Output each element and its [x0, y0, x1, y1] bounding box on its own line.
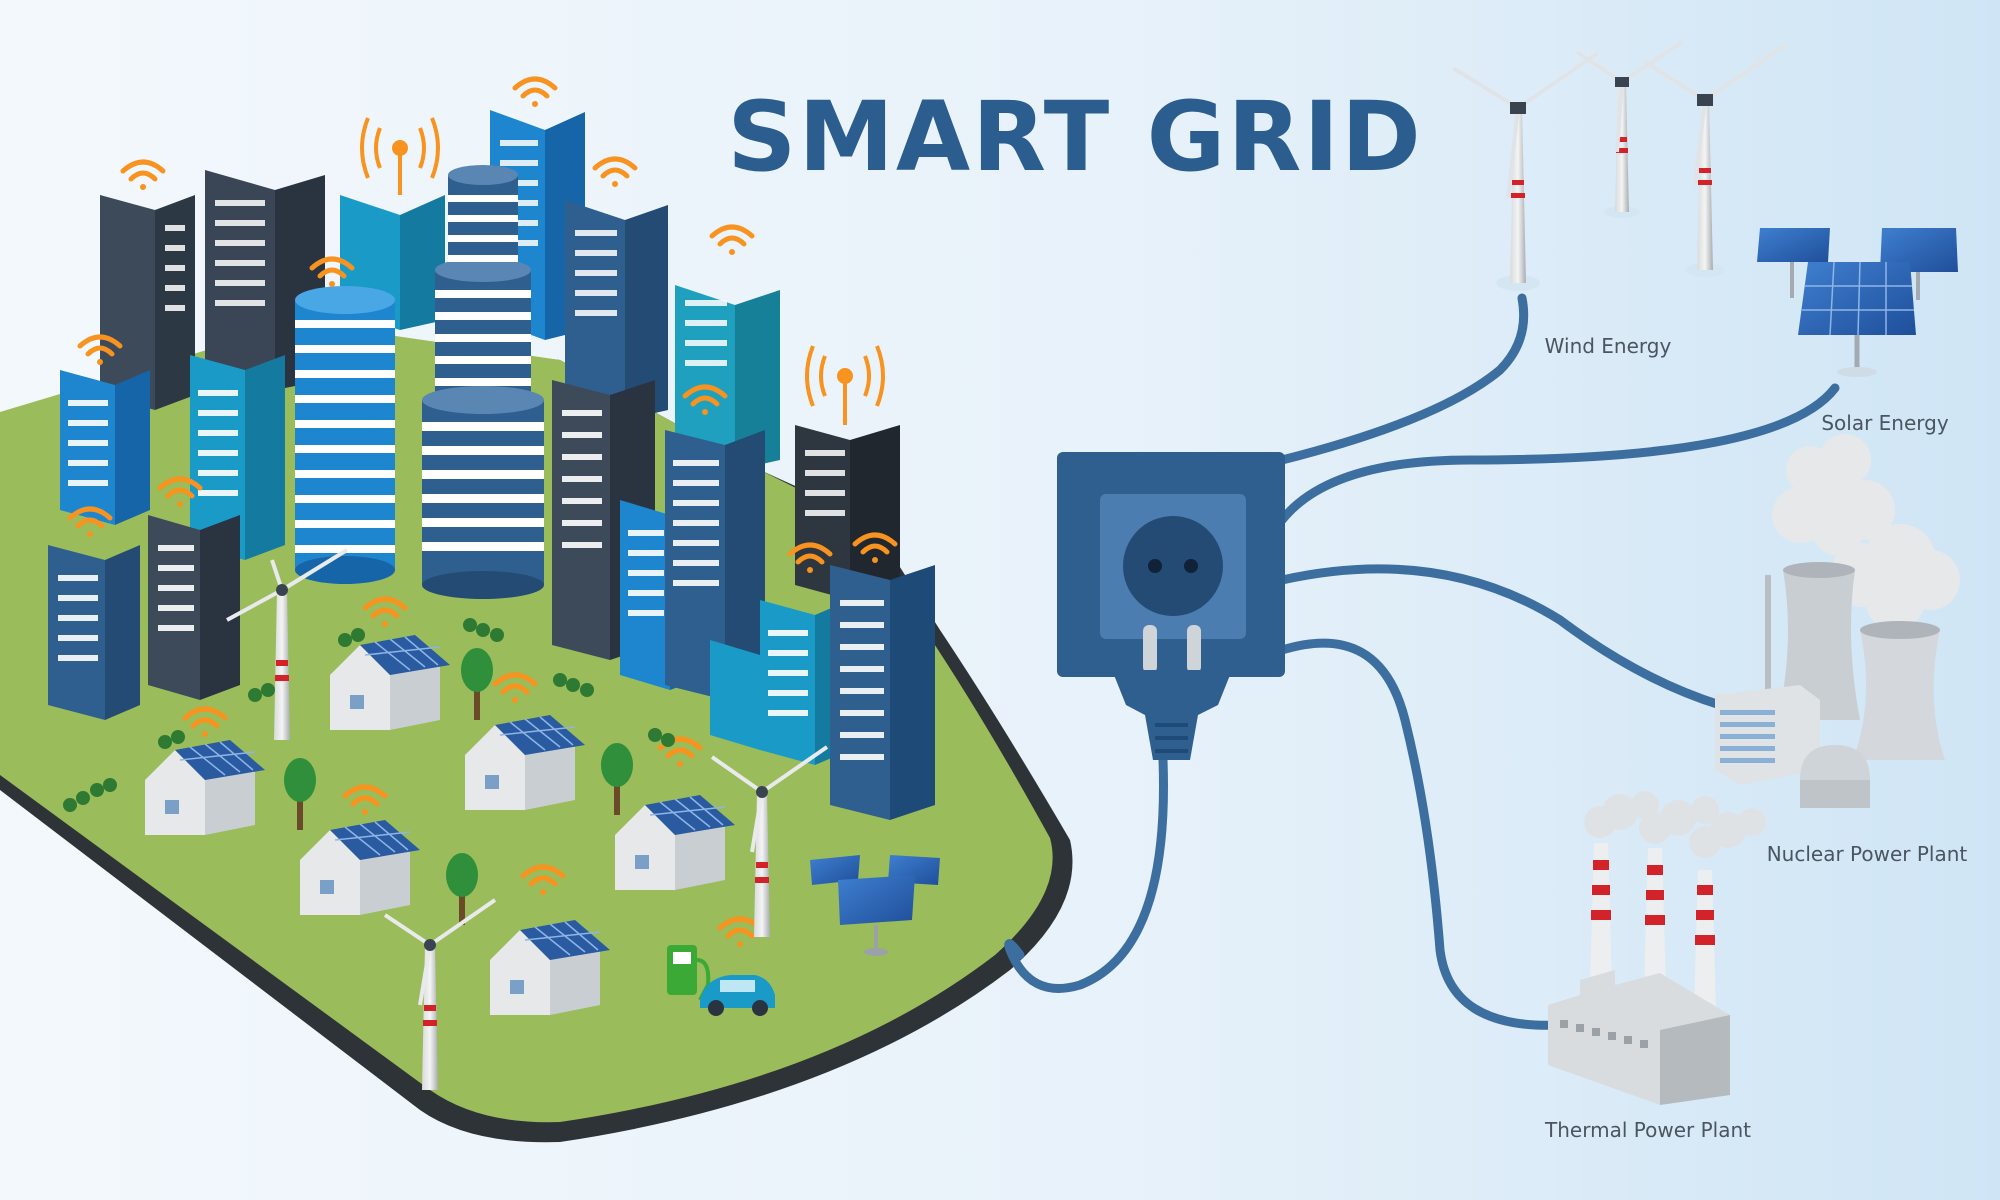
house	[330, 635, 450, 730]
label-nuclear-power-plant: Nuclear Power Plant	[1767, 842, 1968, 866]
houses	[145, 635, 735, 1015]
cable-thermal	[1277, 638, 1565, 1030]
label-wind-energy: Wind Energy	[1545, 334, 1672, 358]
wind-turbine	[1451, 51, 1600, 291]
building	[100, 195, 155, 410]
house	[300, 820, 420, 915]
trees	[63, 618, 675, 925]
wind-turbine	[1643, 43, 1787, 277]
buildings-front-left	[48, 355, 285, 720]
house	[490, 920, 610, 1015]
wifi-icons	[67, 76, 898, 947]
nuclear-power-plant	[1715, 434, 1960, 808]
label-thermal-power-plant: Thermal Power Plant	[1544, 1118, 1751, 1142]
cable-wind	[1277, 293, 1529, 465]
smoke-plumes	[1584, 791, 1766, 858]
building	[625, 205, 668, 420]
city-island	[0, 76, 1073, 1143]
buildings-front-right	[552, 380, 935, 820]
cylinder-tower-center	[422, 165, 544, 599]
page-title: SMART GRID	[727, 81, 1423, 193]
cable-solar	[1277, 383, 1840, 525]
window-stripes	[165, 140, 845, 516]
cooling-tower	[1853, 630, 1945, 760]
house	[465, 715, 585, 810]
building	[850, 425, 900, 600]
city-wind-turbines	[226, 548, 829, 1090]
cable-city	[1004, 755, 1168, 993]
wind-turbine	[1575, 40, 1684, 218]
house	[145, 740, 265, 835]
solar-farm	[1757, 228, 1958, 377]
power-cables	[1004, 293, 1840, 1030]
thermal-power-plant	[1548, 791, 1766, 1105]
power-socket	[1057, 452, 1285, 677]
building	[675, 285, 735, 470]
label-solar-energy: Solar Energy	[1821, 411, 1949, 435]
cylinder-tower-left	[295, 286, 395, 584]
electric-car	[700, 975, 775, 1016]
wind-farm	[1451, 40, 1787, 291]
city-solar-panels	[810, 855, 940, 956]
cable-nuclear	[1277, 564, 1725, 710]
steam-cloud	[1772, 434, 1960, 630]
building	[400, 195, 445, 330]
chimneys	[1590, 843, 1716, 1010]
cooling-tower	[1778, 570, 1860, 720]
power-plug	[1112, 625, 1232, 760]
house	[615, 795, 735, 890]
building	[735, 290, 780, 470]
antenna-icon	[360, 117, 885, 425]
